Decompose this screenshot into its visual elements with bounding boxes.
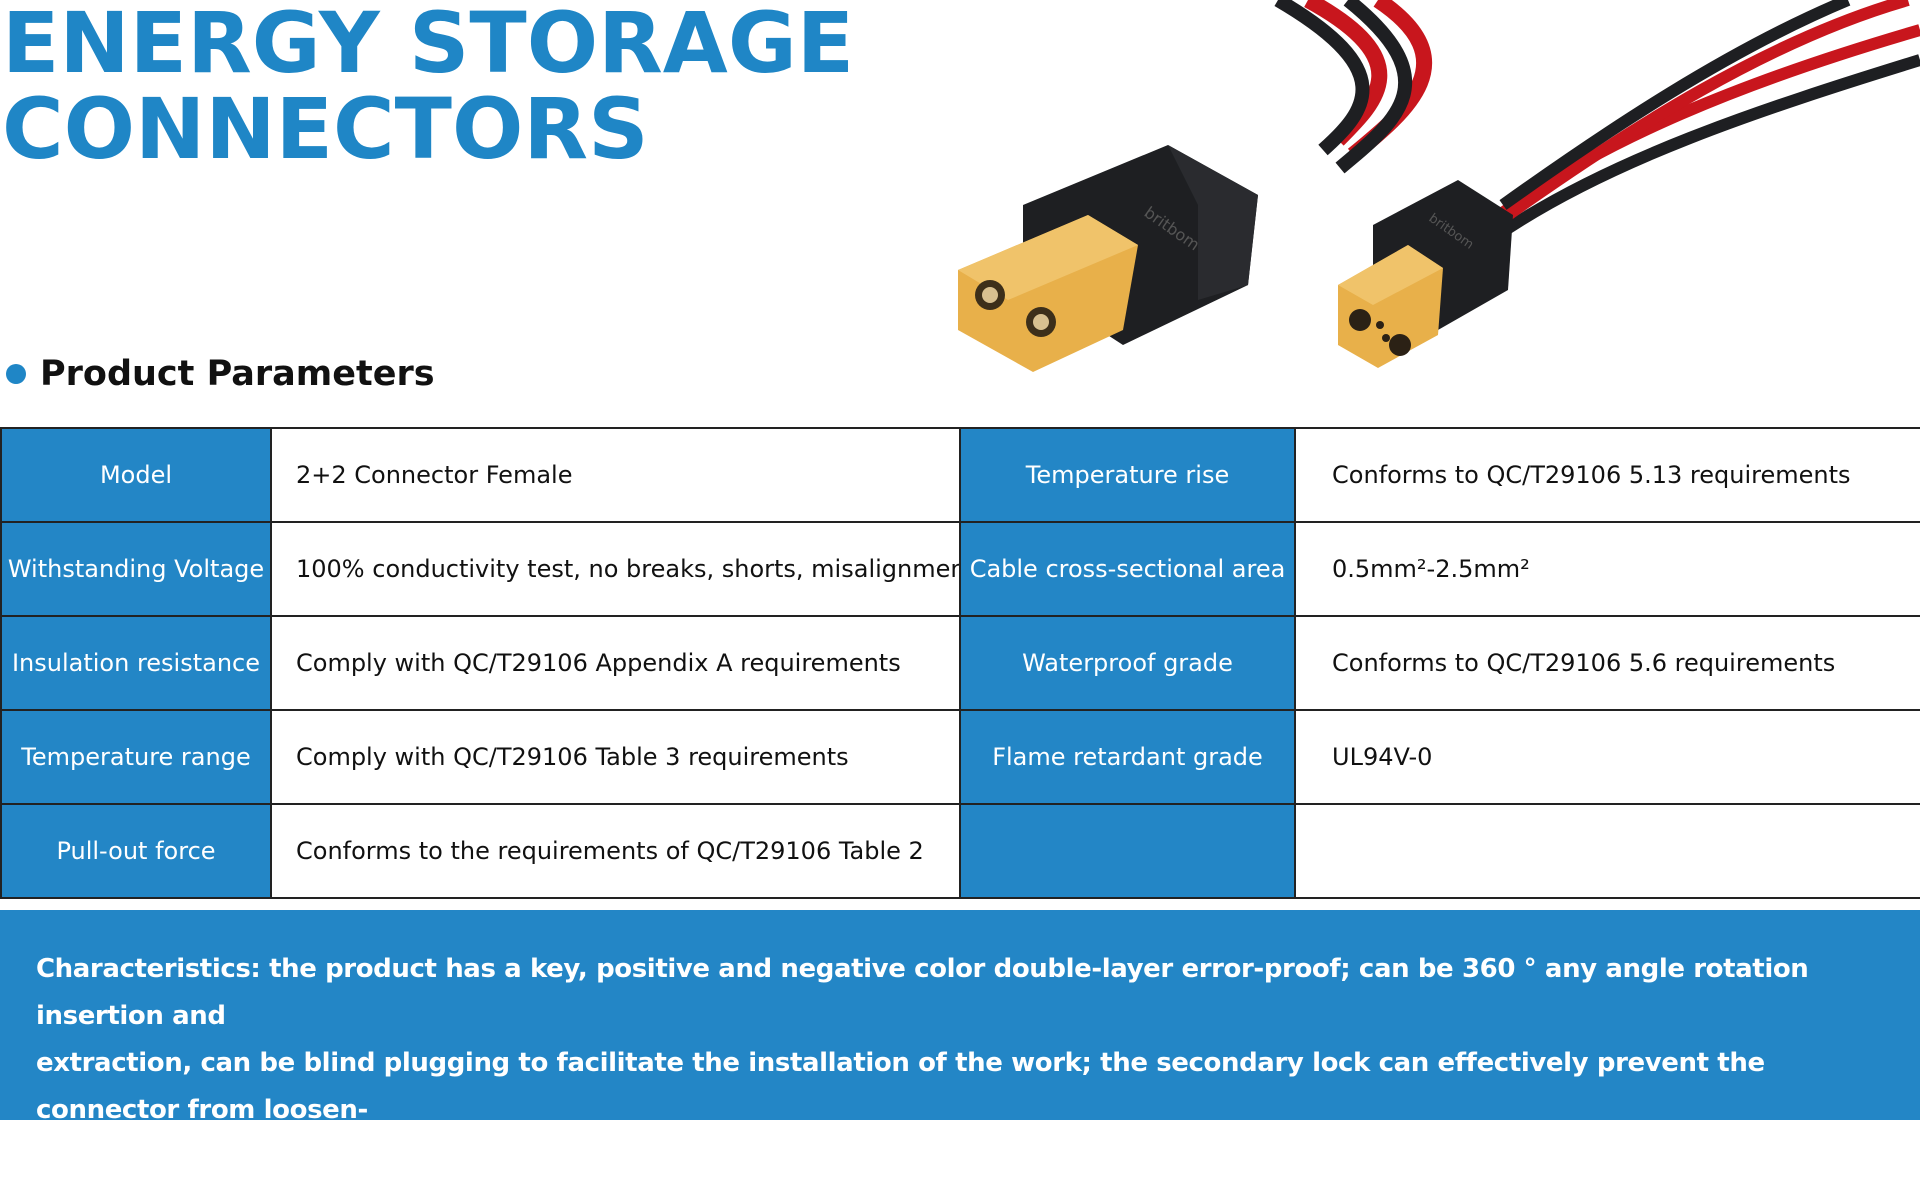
male-connector: britbom xyxy=(958,145,1258,372)
param-label: Insulation resistance xyxy=(0,615,272,711)
table-row: Pull-out force Conforms to the requireme… xyxy=(0,803,1920,899)
table-row: Temperature range Comply with QC/T29106 … xyxy=(0,709,1920,805)
param-value: Comply with QC/T29106 Appendix A require… xyxy=(270,615,961,711)
param-label: Pull-out force xyxy=(0,803,272,899)
bullet-dot-icon xyxy=(6,364,26,384)
param-value: 2+2 Connector Female xyxy=(270,427,961,523)
connector-product-image: britbom britbom xyxy=(958,0,1920,372)
param-value: Conforms to QC/T29106 5.6 requirements xyxy=(1294,615,1920,711)
param-value: UL94V-0 xyxy=(1294,709,1920,805)
param-label: Model xyxy=(0,427,272,523)
product-parameters-table: Model 2+2 Connector Female Temperature r… xyxy=(0,427,1920,899)
section-header: Product Parameters xyxy=(6,354,435,394)
table-row: Insulation resistance Comply with QC/T29… xyxy=(0,615,1920,711)
param-value: 0.5mm²-2.5mm² xyxy=(1294,521,1920,617)
param-label: Flame retardant grade xyxy=(959,709,1296,805)
param-value xyxy=(1294,803,1920,899)
right-cable-bundle xyxy=(1489,0,1920,240)
param-value: Conforms to QC/T29106 5.13 requirements xyxy=(1294,427,1920,523)
param-label: Cable cross-sectional area xyxy=(959,521,1296,617)
param-label: Withstanding Voltage xyxy=(0,521,272,617)
female-connector: britbom xyxy=(1338,180,1513,368)
param-value: Conforms to the requirements of QC/T2910… xyxy=(270,803,961,899)
param-label: Temperature range xyxy=(0,709,272,805)
param-value: 100% conductivity test, no breaks, short… xyxy=(270,521,961,617)
title-line-1: ENERGY STORAGE xyxy=(2,0,855,92)
characteristics-line-3: ing; with the IP67 anti-feature level re… xyxy=(36,1142,1559,1172)
section-title: Product Parameters xyxy=(40,354,435,394)
characteristics-line-1: Characteristics: the product has a key, … xyxy=(36,954,1809,1031)
table-row: Model 2+2 Connector Female Temperature r… xyxy=(0,427,1920,523)
title-line-2: CONNECTORS xyxy=(2,80,649,178)
characteristics-panel: Characteristics: the product has a key, … xyxy=(0,910,1920,1172)
param-label: Waterproof grade xyxy=(959,615,1296,711)
page-title: ENERGY STORAGE CONNECTORS xyxy=(2,0,854,172)
left-cable-bundle xyxy=(1274,0,1433,174)
table-row: Withstanding Voltage 100% conductivity t… xyxy=(0,521,1920,617)
param-label xyxy=(959,803,1296,899)
param-label: Temperature rise xyxy=(959,427,1296,523)
param-value: Comply with QC/T29106 Table 3 requiremen… xyxy=(270,709,961,805)
